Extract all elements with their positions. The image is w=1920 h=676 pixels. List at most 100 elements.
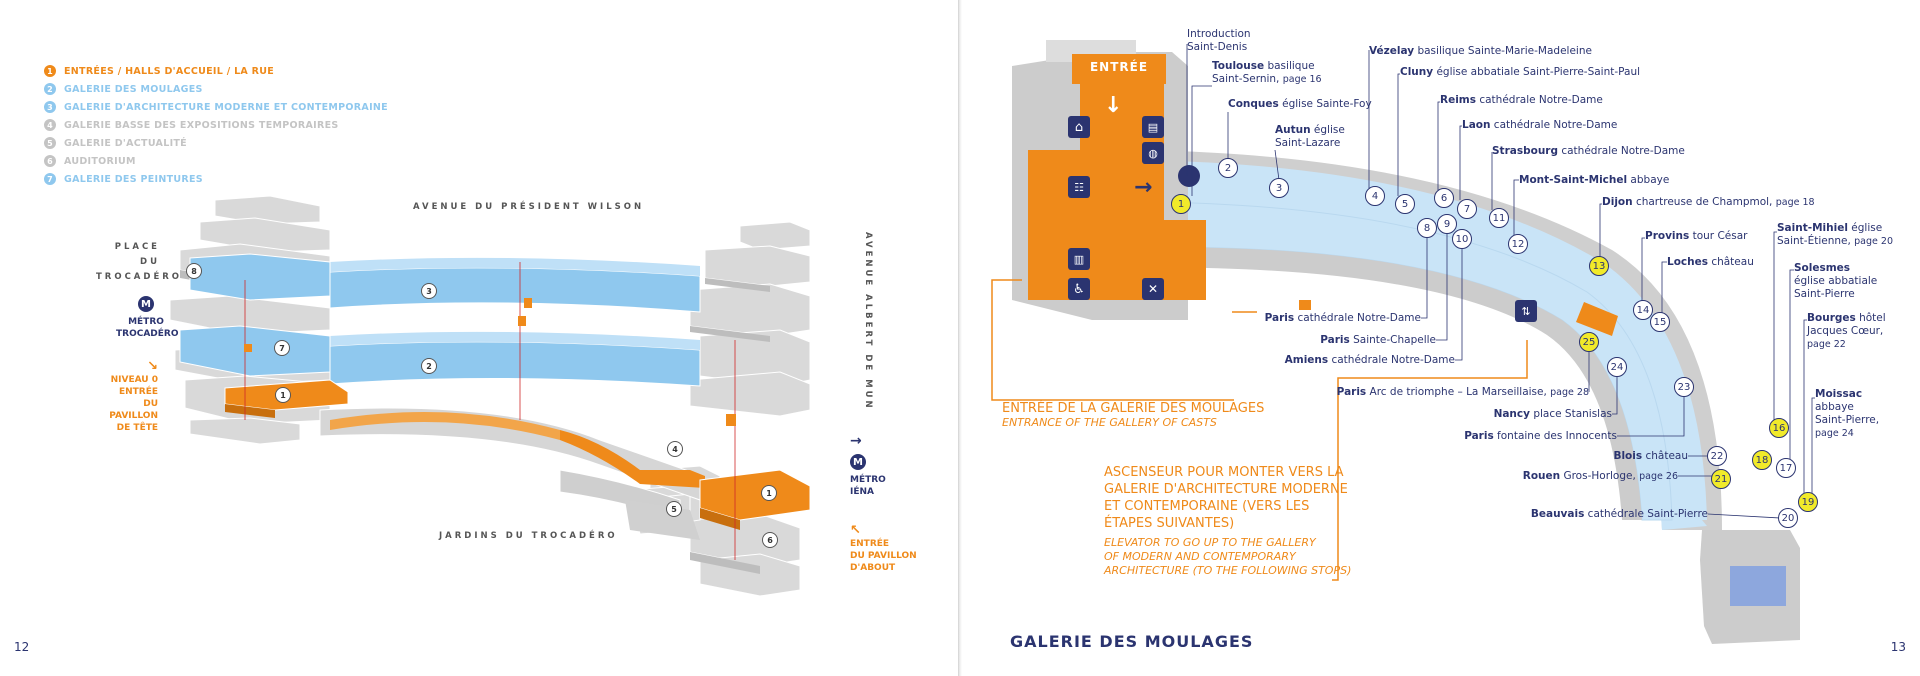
elevator-text: ASCENSEUR POUR MONTER VERS LA GALERIE D'…	[1104, 465, 1352, 577]
stop-marker[interactable]: 19	[1798, 492, 1818, 512]
stop-marker[interactable]: 12	[1508, 234, 1528, 254]
stop-label-blois: Blois château	[1613, 450, 1688, 463]
stop-label-monument: église	[1310, 124, 1345, 136]
stop-label-city: Blois	[1613, 450, 1643, 462]
leader-line	[1274, 149, 1280, 181]
stop-label-monument: abbaye	[1627, 174, 1670, 186]
stop-marker[interactable]: 2	[1218, 158, 1238, 178]
stop-marker[interactable]: 20	[1778, 508, 1798, 528]
stop-marker[interactable]: 11	[1489, 208, 1509, 228]
stop-label-city: Cluny	[1400, 66, 1434, 78]
stop-label-city: Autun	[1275, 124, 1311, 136]
entree-pavillon-about: ↖ ENTRÉE DU PAVILLON D'ABOUT	[850, 523, 917, 574]
stop-marker[interactable]: 10	[1452, 229, 1472, 249]
leader-line	[1436, 232, 1448, 341]
tickets-icon: ▤	[1142, 116, 1164, 138]
legend-label: GALERIE BASSE DES EXPOSITIONS TEMPORAIRE…	[64, 119, 339, 131]
entree-label: ENTRÉE	[1089, 60, 1149, 74]
stop-marker[interactable]: 14	[1633, 300, 1653, 320]
stop-label-monument: église	[1847, 222, 1883, 234]
stop-marker[interactable]: 16	[1769, 418, 1789, 438]
stop-label-monument: château	[1642, 450, 1688, 462]
stop-marker[interactable]: 6	[1434, 188, 1454, 208]
stop-label-city: Vézelay	[1369, 45, 1415, 57]
svg-text:→: →	[1134, 175, 1152, 200]
leader-line	[1661, 261, 1667, 314]
leader-line	[1455, 247, 1463, 361]
stop-marker[interactable]: 5	[1395, 194, 1415, 214]
legend-label: ENTRÉES / HALLS D'ACCUEIL / LA RUE	[64, 65, 275, 77]
stop-label-city: Laon	[1462, 119, 1491, 131]
stop-label-monument: cathédrale Notre-Dame	[1558, 145, 1685, 157]
stop-marker[interactable]: 8	[1417, 218, 1437, 238]
page-number-right: 13	[1890, 640, 1906, 654]
entrance-text-en: ENTRANCE OF THE GALLERY OF CASTS	[1002, 416, 1217, 429]
legend-number: 4	[44, 119, 56, 131]
leader-line	[1803, 319, 1807, 494]
stop-marker[interactable]: 1	[1171, 194, 1191, 214]
leader-line	[1599, 203, 1602, 258]
stop-label-montstmichel: Mont-Saint-Michel abbaye	[1519, 174, 1669, 187]
cloakroom-icon: ⌂	[1068, 116, 1090, 138]
stop-label-city: Paris	[1320, 334, 1350, 346]
legend-number: 1	[44, 65, 56, 77]
stop-label-city: Paris	[1264, 312, 1295, 324]
leader-line	[1789, 269, 1794, 460]
arrow-down-right-icon: ↘	[147, 359, 158, 374]
stop-label-reims: Reims cathédrale Notre-Dame	[1440, 94, 1603, 107]
stop-label-conques: Conques église Sainte-Foy	[1228, 98, 1372, 111]
stop-label-line3: Saint-Pierre	[1794, 288, 1855, 300]
legend-label: GALERIE D'ARCHITECTURE MODERNE ET CONTEM…	[64, 101, 388, 113]
legend-number: 7	[44, 173, 56, 185]
stop-marker[interactable]: 7	[1457, 199, 1477, 219]
leader-line	[1773, 231, 1777, 420]
legend-item: 4 GALERIE BASSE DES EXPOSITIONS TEMPORAIR…	[44, 116, 388, 134]
building-number: 7	[274, 340, 290, 356]
page-fold	[958, 0, 962, 676]
legend-label: GALERIE DES PEINTURES	[64, 173, 203, 185]
stop-label-monument: Sainte-Chapelle	[1349, 334, 1436, 346]
stop-marker[interactable]: 3	[1269, 178, 1289, 198]
stop-marker[interactable]: 4	[1365, 186, 1385, 206]
stop-marker[interactable]: 9	[1437, 214, 1457, 234]
stop-marker[interactable]: 22	[1707, 446, 1727, 466]
stop-label-city: Mont-Saint-Michel	[1519, 174, 1628, 186]
audioguide-icon: ◍	[1142, 142, 1164, 164]
stop-label-monument: Introduction	[1187, 28, 1251, 40]
building-number: 1	[761, 485, 777, 501]
stop-label-monument: basilique	[1264, 60, 1315, 72]
legend-label: GALERIE D'ACTUALITÉ	[64, 137, 187, 149]
stop-marker[interactable]: 21	[1711, 469, 1731, 489]
stop-label-parisarc: Paris Arc de triomphe – La Marseillaise,…	[1337, 386, 1589, 399]
stop-label-beauvais: Beauvais cathédrale Saint-Pierre	[1531, 508, 1708, 521]
stop-label-city: Reims	[1440, 94, 1476, 106]
stop-label-dijon: Dijon chartreuse de Champmol, page 18	[1602, 196, 1815, 209]
stop-marker[interactable]: 25	[1579, 332, 1599, 352]
stop-marker[interactable]: 24	[1607, 357, 1627, 377]
metro-trocadero: M MÉTRO TROCADÉRO	[116, 296, 179, 340]
building-number: 2	[421, 358, 437, 374]
leader-line	[1612, 375, 1618, 415]
stop-marker[interactable]: 15	[1650, 312, 1670, 332]
stop-marker[interactable]: 13	[1589, 256, 1609, 276]
legend-label: AUDITORIUM	[64, 155, 136, 167]
stop-label-monument: cathédrale Notre-Dame	[1476, 94, 1603, 106]
stop-label-city: Conques	[1228, 98, 1279, 110]
stop-marker[interactable]: 17	[1776, 458, 1796, 478]
stop-marker[interactable]: 18	[1752, 450, 1772, 470]
legend-number: 3	[44, 101, 56, 113]
stop-label-parisfont: Paris fontaine des Innocents	[1464, 430, 1617, 443]
stop-label-page: page 22	[1807, 339, 1846, 350]
stop-label-page: page 16	[1282, 74, 1322, 85]
stop-label-city: Paris	[1464, 430, 1494, 442]
stop-label-city: Provins	[1645, 230, 1690, 242]
leader-line	[1617, 395, 1685, 437]
stop-label-monument: Arc de triomphe – La Marseillaise,	[1366, 386, 1551, 398]
stop-label-parisnd: Paris cathédrale Notre-Dame	[1265, 312, 1421, 325]
leader-line	[1513, 179, 1519, 236]
stop-marker[interactable]: 23	[1674, 377, 1694, 397]
stop-label-page: page 18	[1775, 197, 1815, 208]
